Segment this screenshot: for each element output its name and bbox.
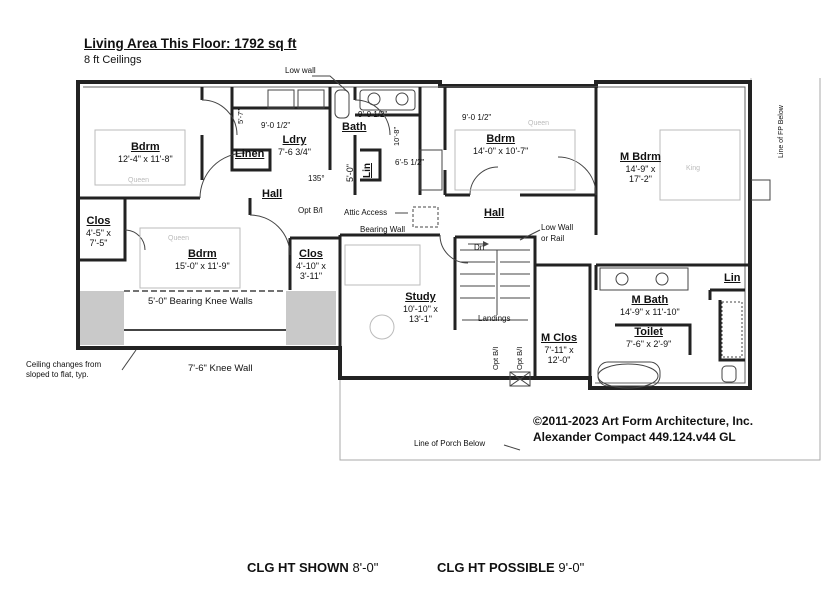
room-dims: 12'-4" x 11'-8" xyxy=(118,153,173,164)
room-dims: 15'-0" x 11'-9" xyxy=(175,260,230,271)
room-name: Clos xyxy=(86,215,111,227)
plan-details xyxy=(94,75,771,451)
note-low-wall-rail-2: or Rail xyxy=(541,234,565,243)
note-opt-bi: Opt B/I xyxy=(298,206,323,215)
dim-5-0: 5'-0" xyxy=(345,164,355,182)
room-study: Study 10'-10" x 13'-1" xyxy=(403,291,438,324)
room-name: Bath xyxy=(342,121,367,133)
ceiling-possible-label: CLG HT POSSIBLE xyxy=(437,560,555,575)
room-master-closet: M Clos 7'-11" x 12'-0" xyxy=(541,332,577,365)
room-name: M Clos xyxy=(541,332,578,344)
ceiling-shown-label: CLG HT SHOWN xyxy=(247,560,349,575)
room-dims: 14'-9" x 11'-10" xyxy=(620,306,680,317)
hall-west: Hall xyxy=(262,188,283,200)
page-subtitle: 8 ft Ceilings xyxy=(84,54,142,66)
room-name: Study xyxy=(405,291,436,303)
room-dims-1: 7'-11" x xyxy=(544,344,574,355)
room-dims-2: 17'-2" xyxy=(629,173,652,184)
copyright-line-1: ©2011-2023 Art Form Architecture, Inc. xyxy=(533,414,754,428)
room-dims-2: 12'-0" xyxy=(547,354,571,365)
note-landings: Landings xyxy=(478,314,511,323)
note-stair-down: Dn xyxy=(474,243,485,252)
room-bath: Bath xyxy=(342,121,366,134)
room-bedroom-n: Bdrm 14'-0" x 10'-7" xyxy=(473,133,528,156)
room-name: M Bdrm xyxy=(620,151,661,163)
ceiling-height-shown: CLG HT SHOWN 8'-0" xyxy=(247,560,378,575)
dim-5-7: 5'-7" xyxy=(236,109,245,124)
room-dims: 7'-6 3/4" xyxy=(278,146,311,157)
room-dims-1: 14'-9" x xyxy=(625,163,656,174)
note-line-of-porch: Line of Porch Below xyxy=(414,439,486,448)
room-name: Clos xyxy=(299,248,323,260)
note-line-of-fp: Line of FP Below xyxy=(778,105,785,158)
ceiling-possible-value: 9'-0" xyxy=(558,560,585,575)
note-ceiling-change-1: Ceiling changes from xyxy=(26,360,102,369)
bed-label-queen-1: Queen xyxy=(128,177,150,184)
room-bedroom-sw: Bdrm 15'-0" x 11'-9" xyxy=(175,248,230,271)
room-name: Bdrm xyxy=(486,133,516,145)
room-name: Bdrm xyxy=(130,141,160,153)
room-linen-master: Lin xyxy=(724,272,741,285)
room-linen: Linen xyxy=(235,148,264,161)
copyright-block: ©2011-2023 Art Form Architecture, Inc. A… xyxy=(533,413,753,445)
note-attic-access: Attic Access xyxy=(344,208,388,217)
room-laundry: Ldry 7'-6 3/4" xyxy=(278,134,311,157)
room-master-bedroom: M Bdrm 14'-9" x 17'-2" xyxy=(620,151,661,184)
room-dims: 14'-0" x 10'-7" xyxy=(473,145,529,156)
note-low-wall-rail-1: Low Wall xyxy=(541,223,574,232)
page-title: Living Area This Floor: 1792 sq ft xyxy=(84,36,297,51)
dim-6-5-half: 6'-5 1/2" xyxy=(395,158,425,167)
ceiling-shown-value: 8'-0" xyxy=(352,560,379,575)
hall-center: Hall xyxy=(484,207,505,219)
note-opt-bi-v2: Opt B/I xyxy=(515,346,524,370)
room-dims-1: 4'-10" x xyxy=(296,260,326,271)
copyright-line-2: Alexander Compact 449.124.v44 GL xyxy=(533,430,736,445)
note-bearing-wall: Bearing Wall xyxy=(360,225,406,234)
room-name: M Bath xyxy=(631,294,669,306)
room-dims-1: 4'-5" x xyxy=(86,227,111,238)
room-toilet: Toilet 7'-6" x 2'-9" xyxy=(626,326,671,349)
room-linen-small: Lin xyxy=(362,163,373,178)
bed-label-king: King xyxy=(686,165,701,172)
angle-135: 135° xyxy=(308,174,325,183)
ceiling-height-possible: CLG HT POSSIBLE 9'-0" xyxy=(437,560,584,575)
room-name: Lin xyxy=(724,272,741,284)
note-knee-wall: 7'-6" Knee Wall xyxy=(188,363,253,374)
room-closet-c: Clos 4'-10" x 3'-11" xyxy=(296,248,326,281)
note-opt-bi-v1: Opt B/I xyxy=(491,346,500,370)
room-name: Bdrm xyxy=(187,248,217,260)
room-dims-2: 13'-1" xyxy=(409,313,432,324)
note-low-wall: Low wall xyxy=(285,66,316,75)
room-name: Ldry xyxy=(282,134,307,146)
dim-9-0-half-bdrm: 9'-0 1/2" xyxy=(462,113,492,122)
room-dims-1: 10'-10" x xyxy=(403,303,438,314)
bed-label-queen-3: Queen xyxy=(168,235,190,242)
room-master-bath: M Bath 14'-9" x 11'-10" xyxy=(620,294,680,317)
dim-10-8: 10'-8" xyxy=(392,126,401,146)
note-ceiling-change-2: sloped to flat, typ. xyxy=(26,370,89,379)
room-dims: 7'-6" x 2'-9" xyxy=(626,338,672,349)
room-closet-w: Clos 4'-5" x 7'-5" xyxy=(86,215,111,248)
room-name: Linen xyxy=(235,148,265,160)
room-dims-2: 7'-5" xyxy=(89,237,108,248)
note-bearing-knee-walls: 5'-0" Bearing Knee Walls xyxy=(148,296,253,307)
room-dims-2: 3'-11" xyxy=(299,270,323,281)
knee-wall-shading xyxy=(78,291,336,345)
room-bedroom-nw: Bdrm 12'-4" x 11'-8" xyxy=(118,141,173,164)
dim-9-0-half-bath: 9'-0 1/2" xyxy=(358,110,388,119)
exterior-wall-inner xyxy=(83,86,746,384)
room-name: Toilet xyxy=(634,326,663,338)
bed-label-queen-2: Queen xyxy=(528,120,550,127)
dim-9-0-half-ldry: 9'-0 1/2" xyxy=(261,121,291,130)
